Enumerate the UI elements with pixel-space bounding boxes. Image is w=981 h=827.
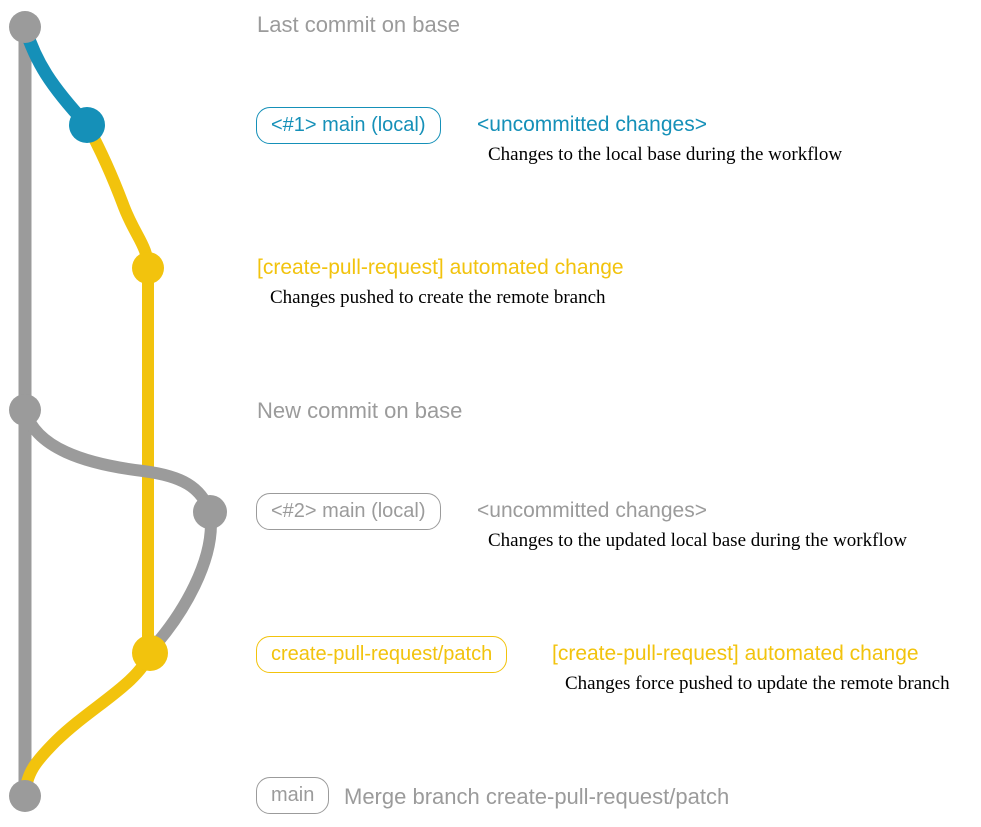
commit-dot-new-commit-on-base xyxy=(9,394,41,426)
merge-line xyxy=(19,647,156,802)
branch-label-main-local-2: <#2> main (local) xyxy=(256,493,441,530)
commit-message-automated-change-1: [create-pull-request] automated change xyxy=(257,256,624,279)
branch-label-main: main xyxy=(256,777,330,814)
commit-description-local-base-changes: Changes to the local base during the wor… xyxy=(488,144,843,165)
branch-label-create-pull-request-patch: create-pull-request/patch xyxy=(256,636,508,673)
commit-message-automated-change-2: [create-pull-request] automated change xyxy=(552,642,919,665)
commit-dot-remote-branch-created xyxy=(132,252,164,284)
commit-dot-remote-branch-force-updated xyxy=(132,635,168,671)
commit-dot-local-main-1 xyxy=(69,107,105,143)
commit-message-merge-branch: Merge branch create-pull-request/patch xyxy=(344,784,730,809)
commit-message-uncommitted-changes-1: <uncommitted changes> xyxy=(477,113,707,136)
commit-description-updated-local-base-changes: Changes to the updated local base during… xyxy=(488,530,907,551)
git-graph xyxy=(9,11,227,812)
rebase-line xyxy=(144,506,217,657)
remote-branch-line xyxy=(81,119,154,659)
commit-dot-local-main-2 xyxy=(193,495,227,529)
local-main-branch-line-2 xyxy=(19,404,216,518)
commit-description-push-create-remote-branch: Changes pushed to create the remote bran… xyxy=(270,287,606,308)
commit-dot-merge-commit xyxy=(9,780,41,812)
branch-label-main-local-1: <#1> main (local) xyxy=(256,107,441,144)
commit-heading-new-commit-on-base: New commit on base xyxy=(257,398,463,423)
commit-heading-last-commit-on-base: Last commit on base xyxy=(257,12,460,37)
commit-dot-last-commit-on-base xyxy=(9,11,41,43)
commit-description-force-push-update-remote-branch: Changes force pushed to update the remot… xyxy=(565,673,950,694)
commit-message-uncommitted-changes-2: <uncommitted changes> xyxy=(477,499,707,522)
